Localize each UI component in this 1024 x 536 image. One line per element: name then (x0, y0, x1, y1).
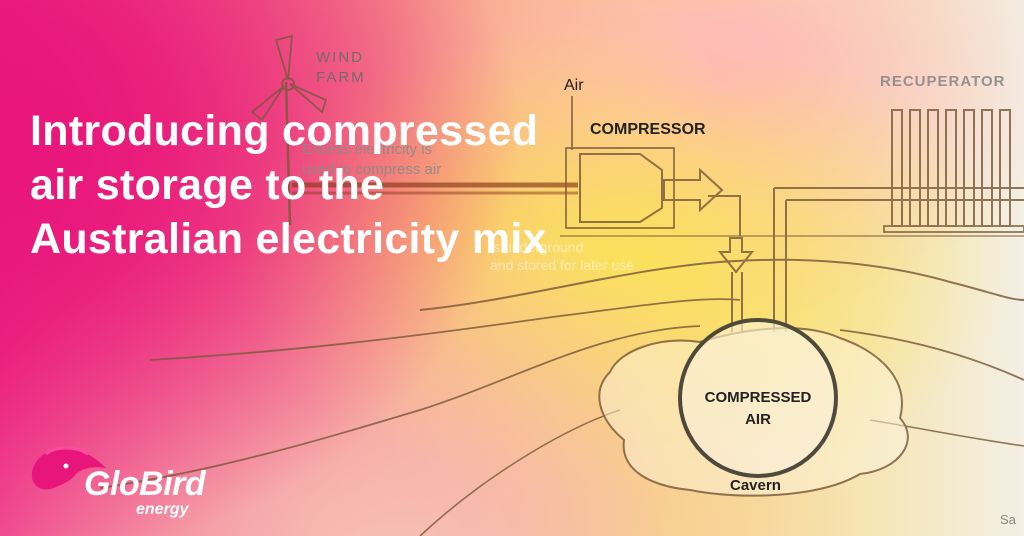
cavern-label: Cavern (730, 477, 781, 494)
wind-label-1: WIND (316, 49, 364, 66)
title-line-2: air storage to the (30, 161, 385, 209)
excess-line-1: Excess electricity is (302, 141, 432, 158)
wind-label-2: FARM (316, 69, 366, 86)
chamber-label-2: AIR (745, 411, 771, 428)
compressed-air-chamber (678, 318, 838, 478)
title-line-3: Australian electricity mix (30, 215, 547, 263)
recuperator-label: RECUPERATOR (880, 73, 1005, 90)
underground-line-1: is underground (490, 239, 583, 255)
air-label: Air (564, 77, 584, 94)
logo-subtitle: energy (136, 501, 189, 518)
title-line-1: Introducing compressed (30, 107, 539, 155)
compressor-icon (565, 147, 675, 229)
corner-label: Sa (1000, 512, 1017, 527)
excess-line-2: used to compress air (302, 161, 441, 178)
globird-logo[interactable]: GloBird energy (26, 444, 216, 524)
chamber-label-1: COMPRESSED (705, 389, 812, 406)
page-title: Introducing compressed air storage to th… (30, 104, 670, 266)
bird-head-icon (31, 446, 106, 490)
underground-line-2: and stored for later use (490, 257, 634, 273)
wind-turbine-icon (250, 34, 328, 226)
compressor-label: COMPRESSOR (590, 121, 706, 138)
recuperator-icon (883, 109, 1024, 233)
logo-wordmark: GloBird (84, 465, 206, 503)
